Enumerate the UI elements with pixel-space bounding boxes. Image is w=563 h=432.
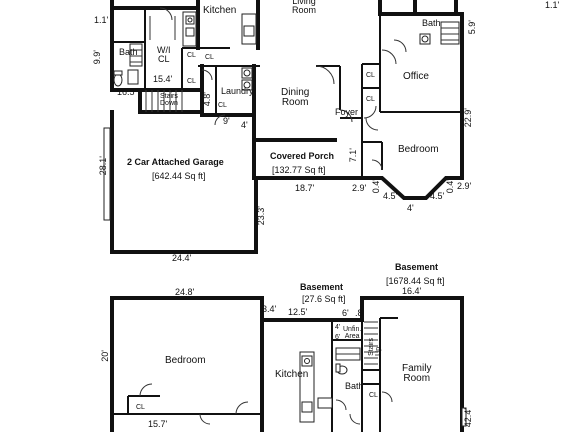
dimension-label: 18.7' [295, 183, 315, 193]
dimension-label: 24.8' [175, 287, 195, 297]
dimension-label: 3.4' [262, 304, 277, 314]
dimension-label: 4.8' [202, 92, 212, 107]
garage-name: 2 Car Attached Garage [127, 157, 224, 167]
closet-label: CL [205, 54, 214, 61]
dimension-label: 16.4' [402, 286, 422, 296]
upper-floor-walls [103, 0, 464, 254]
dimension-label: 9.9' [92, 50, 102, 65]
dimension-label: 24.4' [172, 253, 192, 263]
room-office: Office [403, 71, 429, 82]
room-kitchen: Kitchen [203, 5, 237, 16]
dimension-label: 6' [335, 334, 341, 341]
dimension-label: .8' [355, 308, 365, 318]
dimension-label: 15.4' [153, 74, 173, 84]
porch-area: [132.77 Sq ft] [272, 165, 326, 175]
dimension-label: 0.4' [445, 179, 455, 194]
dimension-label: 23.3' [256, 206, 266, 226]
room-dining: Dining Room [281, 87, 310, 108]
room-family: Family Room [402, 363, 432, 384]
basement-main-area: [1678.44 Sq ft] [386, 276, 445, 286]
room-bedroom: Bedroom [398, 144, 439, 155]
room-stairs: Stairs Down [160, 93, 178, 107]
room-basement-kitchen: Kitchen [275, 369, 309, 380]
closet-label: CL [187, 52, 196, 59]
dimension-label: 1.1' [94, 15, 109, 25]
room-basement-stairs: Stairs Up [368, 338, 382, 356]
dimension-label: 5.9' [467, 20, 477, 35]
room-unfinished-area: Unfin. Area [343, 326, 362, 340]
closet-label: CL [136, 404, 145, 411]
basement-main-title: Basement [395, 262, 439, 272]
room-living: Living Room [292, 0, 317, 15]
basement-small-area: [27.6 Sq ft] [302, 294, 346, 304]
room-bath-left: Bath [119, 47, 138, 57]
dimension-label: 28.1' [98, 156, 108, 176]
dimension-label: 0.4' [371, 179, 381, 194]
dimension-label: 16.5' [117, 87, 137, 97]
closet-label: CL [366, 96, 375, 103]
dimension-label: 20' [100, 350, 110, 362]
dimension-label: 7.1' [348, 148, 358, 163]
basement-small-title: Basement [300, 282, 344, 292]
room-foyer: Foyer [335, 107, 359, 117]
closet-label: CL [187, 78, 196, 85]
lower-floor-walls [110, 296, 464, 432]
upper-floor-fixtures [113, 7, 460, 171]
dimension-label: 22.9' [463, 108, 473, 128]
closet-label: CL [369, 392, 378, 399]
room-laundry: Laundry [221, 86, 254, 96]
room-walkin-closet: W/I CL [157, 45, 171, 64]
porch-name: Covered Porch [270, 151, 335, 161]
garage-area: [642.44 Sq ft] [152, 171, 206, 181]
dimension-label: 9' [223, 116, 230, 126]
closet-label: CL [366, 72, 375, 79]
room-basement-bath: Bath [345, 381, 364, 391]
closet-label: CL [218, 102, 227, 109]
room-basement-bedroom: Bedroom [165, 355, 206, 366]
dimension-label: 4' [335, 324, 341, 331]
dimension-label: 2.9' [457, 181, 472, 191]
lower-floor-fixtures [139, 321, 467, 427]
dimension-label: 42.4' [463, 408, 473, 428]
dimension-label: 15.7' [148, 419, 168, 429]
dimension-label: 4' [407, 203, 414, 213]
dimension-label: 6' [342, 308, 349, 318]
dimension-label: 4' [241, 120, 248, 130]
dimension-label: 4.5' [383, 191, 398, 201]
dimension-label: 1.1' [545, 0, 560, 10]
dimension-label: 12.5' [288, 307, 308, 317]
dimension-label: 2.9' [352, 183, 367, 193]
dimension-label: 4.5' [430, 191, 445, 201]
room-bath-right: Bath [422, 18, 441, 28]
